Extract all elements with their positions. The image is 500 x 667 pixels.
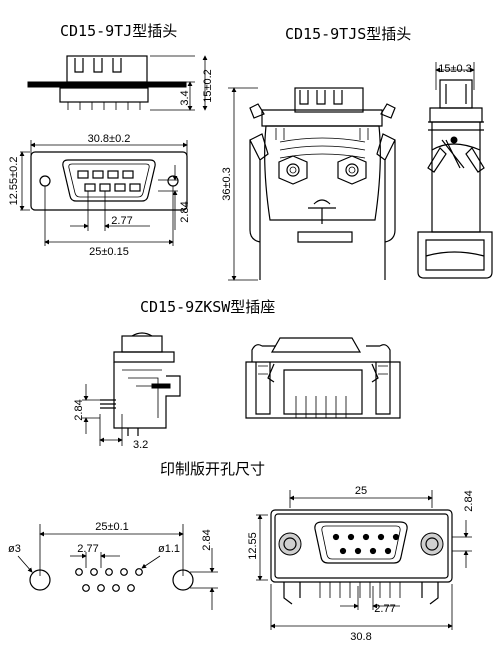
pcb-d3-dim: ø3 <box>8 543 21 555</box>
pcb2-face-dim: 12.55 <box>247 532 259 560</box>
zksw-front-view <box>245 337 401 419</box>
tj-front-view <box>19 140 188 246</box>
tj-hole-dim: 25±0.15 <box>89 246 129 258</box>
pcb2-pitch-dim: 2.77 <box>374 603 395 615</box>
tj-row-dim: 2.84 <box>179 201 191 222</box>
zksw-pitch-dim: 3.2 <box>133 439 148 451</box>
pcb-hole-dim: 25±0.1 <box>95 521 129 533</box>
pcb-row-dim: 2.84 <box>201 529 213 550</box>
pcb-pitch-dim: 2.77 <box>77 543 98 555</box>
tj-side-view <box>27 55 208 111</box>
zksw-side-view <box>82 332 181 446</box>
tj-side-dim-2: 15±0.2 <box>202 69 214 103</box>
tjs-front-view <box>228 87 396 281</box>
tjs-side-view <box>417 62 493 279</box>
title-cd15-9zksw: CD15-9ZKSW型插座 <box>140 298 275 316</box>
pcb-cutout-view <box>17 524 218 610</box>
pcb2-width-dim: 25 <box>355 485 367 497</box>
tj-width-dim: 30.8±0.2 <box>88 133 131 145</box>
pcb2-row-dim: 2.84 <box>463 490 475 511</box>
pcb-d11-dim: ø1.1 <box>158 543 180 555</box>
title-cd15-9tjs: CD15-9TJS型插头 <box>285 25 411 43</box>
tj-face-height-dim: 12.55±0.2 <box>8 157 20 206</box>
tjs-depth-dim: 15±0.3 <box>438 63 472 75</box>
tj-pitch-dim: 2.77 <box>111 215 132 227</box>
tj-side-dim-1: 3.4 <box>179 90 191 105</box>
pcb2-total-dim: 30.8 <box>350 631 371 643</box>
pcb-mount-view <box>256 490 472 630</box>
tjs-height-dim: 36±0.3 <box>221 167 233 201</box>
zksw-pin-dim: 2.84 <box>73 399 85 420</box>
title-cd15-9tj: CD15-9TJ型插头 <box>60 22 177 40</box>
title-pcb-cutout: 印制版开孔尺寸 <box>160 460 265 478</box>
